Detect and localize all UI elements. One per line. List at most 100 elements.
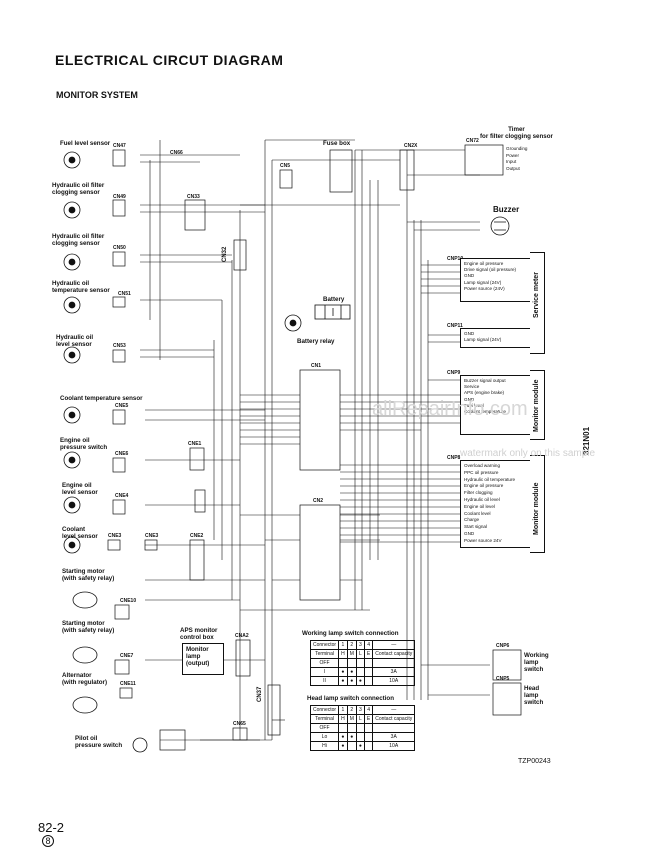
service-meter-label: Service meter <box>533 272 540 318</box>
connector-cnp8: CNP8 <box>447 455 461 461</box>
table-cell: E <box>363 714 374 724</box>
table-cell: Hi <box>309 741 340 751</box>
starting-motor-1-label: Starting motor (with safety relay) <box>62 568 115 582</box>
connector-cn2: CN2 <box>313 498 324 504</box>
hyd-temp-sensor-label: Hydraulic oil temperature sensor <box>52 280 110 294</box>
monitor-module-bottom-label: Monitor module <box>533 482 540 536</box>
connector-cn32: CN32 <box>222 246 228 262</box>
coolant-temp-sensor-label: Coolant temperature sensor <box>60 395 143 402</box>
table-row: OFF <box>309 723 416 733</box>
sm-signal: Lamp signal (24V) <box>464 337 502 343</box>
connector-cne2: CNE2 <box>190 533 204 539</box>
aps-box-label: APS monitor control box <box>180 627 218 641</box>
table-row: OFF <box>309 658 416 668</box>
sm-signal: Power source (24V) <box>464 285 505 291</box>
connector-cnp11: CNP11 <box>447 323 463 329</box>
head-lamp-table-title: Head lamp switch connection <box>307 695 394 702</box>
connector-cnp9: CNP9 <box>447 370 461 376</box>
table-cell: ● <box>346 667 357 677</box>
mm-signal: Coolant temperature <box>464 409 506 415</box>
connector-cn5: CN5 <box>280 163 291 169</box>
table-cell <box>372 723 416 733</box>
table-cell: 1 <box>338 705 348 715</box>
engine-oil-level-label: Engine oil level sensor <box>62 482 98 496</box>
mm-signal: Buzzer signal output <box>464 378 506 383</box>
mm-signal: Overload warning <box>464 463 501 468</box>
hyd-level-sensor-label: Hydraulic oil level sensor <box>56 334 94 348</box>
battery-label: Battery <box>323 296 345 303</box>
mm-signal: Filter clogging <box>464 490 493 496</box>
mm-signal: PPC oil pressure <box>464 469 499 475</box>
sm-signal: GND <box>464 331 475 336</box>
table-cell: 2 <box>346 705 357 715</box>
connector-cn65: CN65 <box>233 721 246 727</box>
table-cell: II <box>309 676 340 686</box>
monitor-module-top-label: Monitor module <box>533 379 540 433</box>
table-cell: OFF <box>309 723 340 733</box>
connector-cn47: CN47 <box>113 143 126 149</box>
mm-signal: Hydraulic oil temperature <box>464 476 516 482</box>
alternator-label: Alternator (with regulator) <box>62 672 108 686</box>
table-cell: Connector <box>309 640 340 650</box>
sm-signal: GND <box>464 273 475 279</box>
table-row: Hi ● ● 10A <box>309 741 416 751</box>
table-cell: ● <box>346 732 357 742</box>
table-row: II ●● ● 10A <box>309 676 416 686</box>
table-cell: E <box>363 649 374 659</box>
table-cell: 3 <box>355 640 365 650</box>
timer-label: Timer for filter clogging sensor <box>480 126 553 140</box>
connector-cna2: CNA2 <box>235 633 249 639</box>
table-cell: M <box>346 649 357 659</box>
head-lamp-table: Connector 1 2 3 4 — Terminal H M L E Con… <box>309 705 416 751</box>
sm-signal: Engine oil pressure <box>464 261 504 266</box>
table-cell: ● <box>338 741 348 751</box>
table-cell: 2 <box>346 640 357 650</box>
mm-signal: Service <box>464 384 480 390</box>
mm-signal: APS (engine brake) <box>464 390 505 396</box>
fuel-level-sensor-label: Fuel level sensor <box>60 140 111 147</box>
mm-signal: GND <box>464 530 475 536</box>
fuse-box-label: Fuse box <box>323 140 351 147</box>
table-cell <box>338 723 348 733</box>
mm-signal: GND <box>464 396 475 402</box>
service-meter-box-b: GND Lamp signal (24V) <box>460 328 532 348</box>
table-cell <box>363 741 374 751</box>
table-row: Connector 1 2 3 4 — <box>309 640 416 650</box>
table-cell: OFF <box>309 658 340 668</box>
table-row: Terminal H M L E Contact capacity <box>309 714 416 724</box>
sm-signal: Drive signal (oil pressure) <box>464 267 517 273</box>
connector-cne5: CNE5 <box>115 403 129 409</box>
page-number: 82-2 <box>38 820 65 835</box>
table-cell <box>363 658 374 668</box>
connector-cne7: CNE7 <box>120 653 134 659</box>
page-title: ELECTRICAL CIRCUT DIAGRAM <box>55 52 284 68</box>
table-row: Lo ●● 3A <box>309 732 416 742</box>
table-cell: — <box>372 705 416 715</box>
connector-cn49: CN49 <box>113 194 126 200</box>
mm-signal: Start signal <box>464 524 487 530</box>
monitor-lamp-box: Monitor lamp (output) <box>182 643 224 675</box>
connector-cn66: CN66 <box>170 150 183 156</box>
table-cell: ● <box>338 732 348 742</box>
table-cell: 3A <box>372 667 416 677</box>
section-subtitle: MONITOR SYSTEM <box>56 90 138 100</box>
connector-cn33: CN33 <box>187 194 200 200</box>
table-cell <box>338 658 348 668</box>
connector-cn53: CN53 <box>113 343 126 349</box>
table-cell: Connector <box>309 705 340 715</box>
table-cell <box>363 723 374 733</box>
table-cell: ● <box>355 676 365 686</box>
connector-cne11: CNE11 <box>120 681 136 687</box>
connector-cne4: CNE4 <box>115 493 129 499</box>
connector-cn51: CN51 <box>118 291 131 297</box>
mm-signal: Hydraulic oil level <box>464 496 500 502</box>
table-cell <box>355 732 365 742</box>
table-cell: Terminal <box>309 649 340 659</box>
mm-signal: Power source 24V <box>464 537 502 543</box>
table-row: Connector 1 2 3 4 — <box>309 705 416 715</box>
buzzer-label: Buzzer <box>493 205 520 214</box>
sm-signal: Lamp signal (24V) <box>464 279 502 285</box>
service-meter-frame <box>530 252 545 354</box>
table-cell: Contact capacity <box>372 714 416 724</box>
